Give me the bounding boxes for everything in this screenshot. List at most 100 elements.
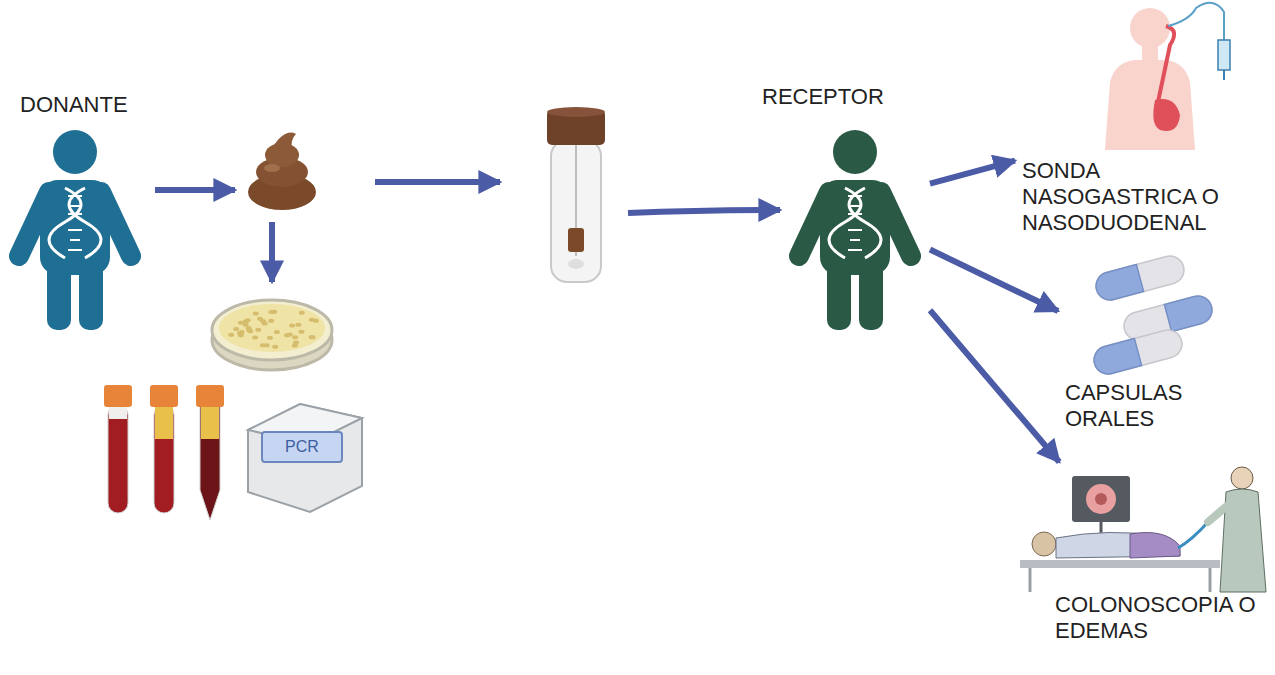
colony-dot xyxy=(268,319,274,323)
route-node: CAPSULAS ORALES xyxy=(1058,255,1220,445)
flow-arrow xyxy=(155,182,780,282)
colony-dot xyxy=(293,340,299,344)
colonoscopy-scene xyxy=(1178,522,1208,548)
colonoscopy-scene xyxy=(1072,476,1130,522)
flow-arrow xyxy=(375,179,500,185)
colony-dot xyxy=(246,328,252,332)
node-label: COLONOSCOPIA O EDEMAS xyxy=(1055,592,1267,644)
colony-dot xyxy=(289,324,295,328)
colonoscopy-scene xyxy=(1095,493,1107,505)
colony-dot xyxy=(299,311,305,315)
node-label: SONDA NASOGASTRICA O NASODUODENAL xyxy=(1022,158,1244,236)
flow-arrow xyxy=(155,187,235,193)
blood-tube xyxy=(196,385,224,407)
nasogastric-illustration xyxy=(1105,60,1195,150)
nasogastric-illustration xyxy=(1105,3,1230,150)
blood-tube xyxy=(108,405,128,513)
stool-sample xyxy=(264,164,280,172)
colony-dot xyxy=(253,311,259,315)
colony-dot xyxy=(228,333,234,337)
blood-tube xyxy=(200,405,220,520)
colony-dot xyxy=(310,335,316,339)
receptor-figure xyxy=(799,130,911,330)
colonoscopy-scene xyxy=(1020,467,1266,592)
colonoscopy-scene xyxy=(1100,522,1103,534)
device-label: PCR xyxy=(262,433,342,461)
nasogastric-illustration xyxy=(1223,70,1225,80)
colony-dot xyxy=(243,323,249,327)
pcr-machine xyxy=(248,404,362,512)
colonoscopy-scene xyxy=(1032,532,1056,556)
receptor-node: RECEPTOR xyxy=(755,80,930,335)
blood-tube xyxy=(150,385,178,407)
donor-node: DONANTE xyxy=(8,88,158,335)
node-label: DONANTE xyxy=(20,92,156,118)
blood-tube xyxy=(155,405,173,439)
nasogastric-illustration xyxy=(1158,26,1174,102)
oral-capsules xyxy=(1093,253,1187,303)
colony-dot xyxy=(252,335,258,339)
donor-figure xyxy=(19,130,131,330)
donor-figure xyxy=(19,130,131,330)
sample-vial xyxy=(547,107,605,117)
stool-sample xyxy=(248,133,316,210)
colonoscopy-scene xyxy=(1020,560,1220,568)
blood-tube xyxy=(109,405,127,419)
flow-arrow xyxy=(628,210,780,213)
sample-vial xyxy=(568,259,584,269)
colony-dot xyxy=(239,330,245,334)
nasogastric-illustration xyxy=(1130,8,1170,48)
petri-dish xyxy=(228,310,319,349)
colony-dot xyxy=(268,310,274,314)
blood-tube xyxy=(154,405,174,513)
node-label: RECEPTOR xyxy=(762,84,922,110)
petri-dish xyxy=(212,300,332,370)
colony-dot xyxy=(295,323,301,327)
sample-vial xyxy=(568,228,584,252)
route-node: COLONOSCOPIA O EDEMAS xyxy=(1012,462,1270,654)
colony-dot xyxy=(284,333,290,337)
nasogastric-illustration xyxy=(1218,40,1230,70)
pcr-machine xyxy=(262,432,342,462)
flow-arrow xyxy=(930,250,1058,312)
oral-capsules xyxy=(1091,327,1185,377)
node-label: CAPSULAS ORALES xyxy=(1065,380,1215,432)
colony-dot xyxy=(309,318,315,322)
sample-vial xyxy=(551,140,601,282)
colony-dot xyxy=(233,327,239,331)
colony-dot xyxy=(257,317,263,321)
colony-dot xyxy=(292,335,298,339)
colony-dot xyxy=(274,330,280,334)
blood-tube xyxy=(104,385,224,520)
receptor-figure xyxy=(799,130,911,330)
colony-dot xyxy=(309,335,315,339)
colonoscopy-scene xyxy=(1029,568,1032,592)
flow-arrow xyxy=(930,161,1015,184)
pcr-machine xyxy=(248,404,362,512)
flow-arrow xyxy=(930,310,1059,462)
colonoscopy-scene xyxy=(1086,484,1116,514)
nasogastric-illustration xyxy=(1168,3,1224,40)
colony-dot xyxy=(245,318,251,322)
colony-dot xyxy=(267,336,273,340)
colony-dot xyxy=(264,343,270,347)
nasogastric-illustration xyxy=(1153,99,1180,131)
blood-tube xyxy=(104,385,132,407)
colonoscopy-scene xyxy=(1056,532,1180,558)
route-node: SONDA NASOGASTRICA O NASODUODENAL xyxy=(1015,0,1247,258)
colonoscopy-scene xyxy=(1208,505,1228,522)
colonoscopy-scene xyxy=(1209,568,1212,592)
colonoscopy-scene xyxy=(1231,467,1253,489)
colony-dot xyxy=(272,345,278,349)
sample-vial xyxy=(547,107,605,282)
petri-dish xyxy=(212,300,332,360)
blood-tube xyxy=(201,405,219,439)
oral-capsules xyxy=(1091,253,1215,377)
petri-dish xyxy=(219,304,325,352)
flow-arrow xyxy=(269,222,275,282)
